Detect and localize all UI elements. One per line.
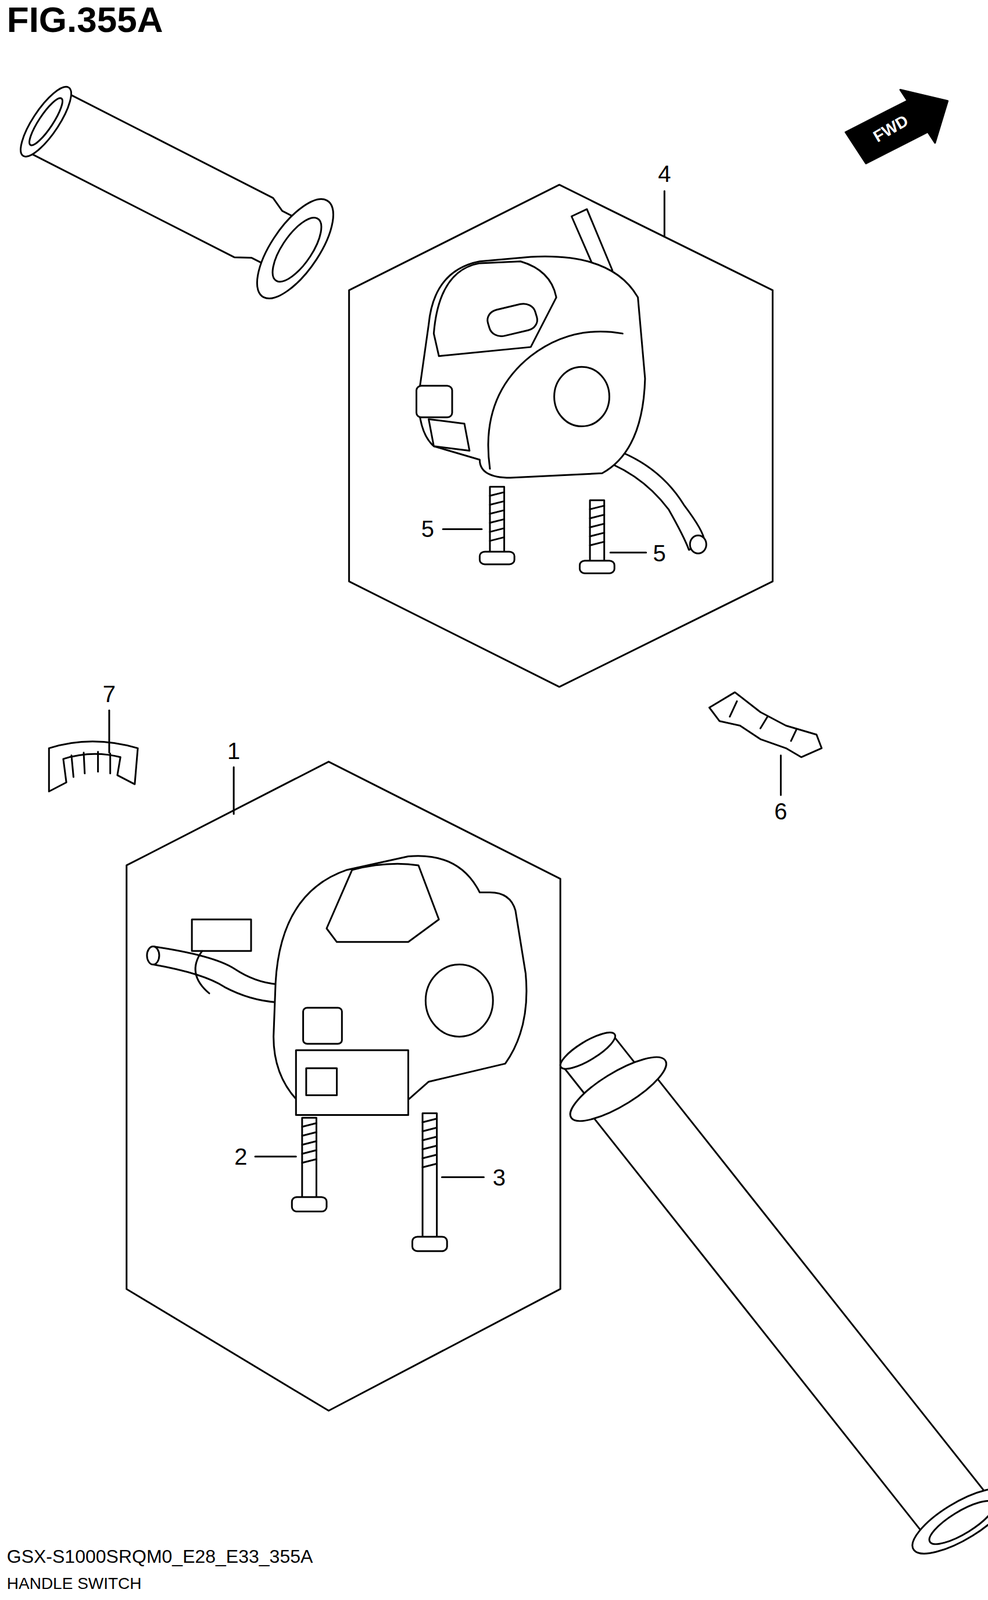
- assembly-frame: [349, 184, 773, 687]
- callout-number: 5: [650, 540, 668, 567]
- handle-grip: [2, 67, 349, 309]
- screw: [291, 1112, 447, 1251]
- callout-number: 4: [656, 160, 673, 187]
- throttle-grip: [535, 1014, 988, 1565]
- figure-title: FIG.355A: [5, 0, 166, 40]
- wire-clamp: [729, 701, 797, 741]
- wire-clamp: [709, 692, 822, 758]
- switch-housing: [416, 209, 707, 554]
- wire-clamp: [71, 752, 111, 778]
- figure-caption: HANDLE SWITCH: [5, 1574, 144, 1594]
- direction-label: FWD: [870, 112, 912, 147]
- wire-clamp: [48, 741, 138, 792]
- switch-housing: [147, 856, 527, 1116]
- screw: [479, 487, 615, 574]
- callout-number: 1: [225, 738, 242, 764]
- callout-number: 2: [232, 1143, 249, 1170]
- drawing-code: GSX-S1000SRQM0_E28_E33_355A: [5, 1546, 315, 1567]
- callout-number: 3: [491, 1164, 508, 1191]
- forward-arrow: [838, 74, 966, 175]
- callout-number: 5: [419, 516, 436, 542]
- leader-line: [109, 191, 782, 1178]
- callout-number: 6: [772, 798, 789, 825]
- assembly-frame: [126, 761, 561, 1412]
- callout-number: 7: [101, 681, 118, 707]
